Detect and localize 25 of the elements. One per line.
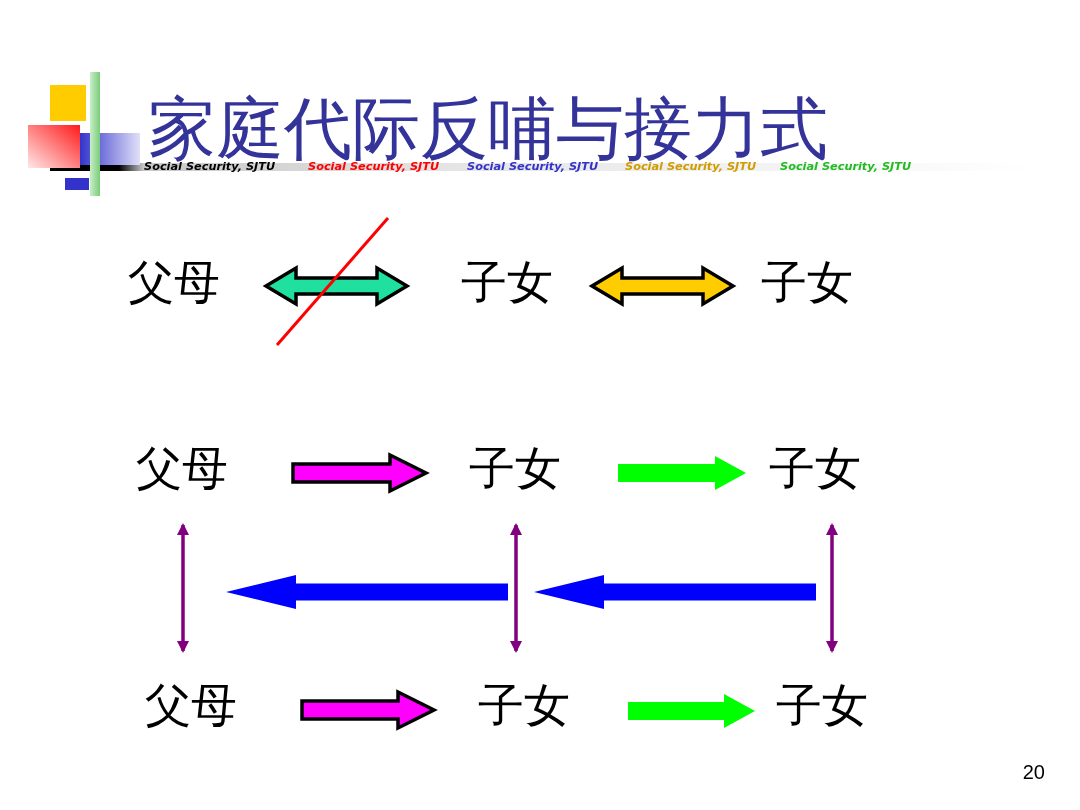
double-arrow — [588, 264, 737, 308]
generation-label: 子女 — [461, 260, 553, 306]
block-arrow — [618, 456, 746, 490]
generation-label: 父母 — [128, 260, 220, 306]
double-headed-arrow — [826, 523, 838, 653]
block-arrow — [628, 694, 755, 728]
generation-label: 父母 — [145, 683, 237, 729]
generation-label: 父母 — [136, 446, 228, 492]
generation-label: 子女 — [761, 260, 853, 306]
generation-label: 子女 — [769, 446, 861, 492]
double-headed-arrow — [177, 523, 189, 653]
generation-label: 子女 — [478, 683, 570, 729]
header-tagline: Social Security, SJTU — [625, 161, 757, 173]
block-arrow — [291, 452, 430, 494]
header-tagline: Social Security, SJTU — [467, 161, 599, 173]
block-arrow — [300, 689, 438, 731]
generation-label: 子女 — [469, 446, 561, 492]
header-tagline: Social Security, SJTU — [144, 161, 276, 173]
double-headed-arrow — [510, 523, 522, 653]
header-tagline: Social Security, SJTU — [308, 161, 440, 173]
page-number: 20 — [1022, 762, 1045, 782]
double-arrow — [262, 264, 411, 308]
generation-label: 子女 — [776, 683, 868, 729]
slide-title: 家庭代际反哺与接力式 — [148, 94, 828, 162]
header-tagline: Social Security, SJTU — [780, 161, 912, 173]
